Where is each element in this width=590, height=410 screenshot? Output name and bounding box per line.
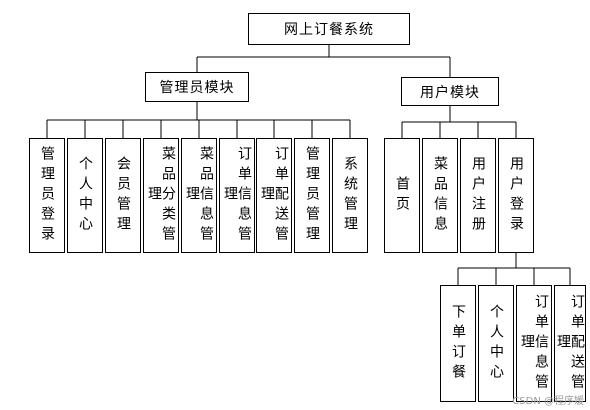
user-child-3: 用户注册 (460, 138, 496, 253)
login-child-4: 订单配送管理 (554, 285, 586, 402)
admin-module-node: 管理员模块 (145, 72, 249, 102)
admin-module-label: 管理员模块 (159, 80, 235, 96)
login-child-1: 下单订餐 (440, 285, 476, 402)
login-child-2: 个人中心 (478, 285, 514, 402)
watermark: CSDN @程序媛 (512, 396, 584, 407)
admin-child-4: 菜品分类管理 (143, 138, 179, 253)
admin-child-3: 会员管理 (105, 138, 141, 253)
user-child-4: 用户登录 (498, 138, 534, 253)
user-module-node: 用户模块 (401, 77, 499, 106)
user-child-2: 菜品信息 (422, 138, 458, 253)
admin-child-9: 系统管理 (332, 138, 368, 253)
admin-child-1: 管理员登录 (29, 138, 65, 253)
admin-child-8: 管理员管理 (294, 138, 330, 253)
admin-child-6: 订单信息管理 (219, 138, 255, 253)
admin-child-2: 个人中心 (67, 138, 103, 253)
user-child-1: 首页 (384, 138, 420, 253)
admin-child-7: 订单配送管理 (256, 138, 292, 253)
user-module-label: 用户模块 (420, 84, 480, 101)
root-label: 网上订餐系统 (284, 22, 374, 38)
root-node: 网上订餐系统 (248, 13, 410, 45)
admin-child-5: 菜品信息管理 (181, 138, 217, 253)
login-child-3: 订单信息管理 (516, 285, 552, 402)
